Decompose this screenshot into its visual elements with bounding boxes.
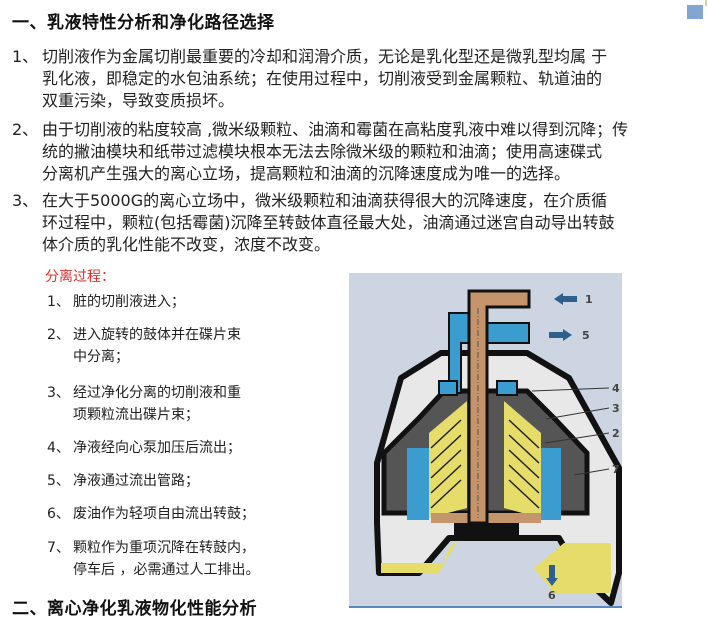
step-number: 3、	[47, 385, 70, 401]
paragraph-number: 3、	[12, 191, 39, 210]
paragraph-line: 双重污染，导致变质损坏。	[42, 91, 235, 110]
step-number: 2、	[47, 327, 70, 343]
label-1: 1	[585, 293, 593, 306]
step-number: 7、	[47, 540, 70, 556]
label-6: 6	[548, 589, 556, 602]
step-number: 5、	[47, 473, 70, 489]
process-step-6: 6、 废油作为轻项自由流出转鼓；	[47, 503, 337, 525]
step-line: 净液通过流出管路；	[73, 473, 199, 489]
paragraph-1: 1、 切削液作为金属切削最重要的冷却和润滑介质，无论是乳化型还是微乳型均属 于 …	[12, 46, 702, 112]
inlet-arrow-icon	[554, 293, 577, 305]
label-2: 2	[612, 427, 620, 440]
sediment-arrow-icon	[546, 565, 558, 586]
paragraph-3: 3、 在大于5000G的离心立场中，微米级颗粒和油滴获得很大的沉降速度，在介质循…	[12, 190, 702, 256]
process-step-1: 1、 脏的切削液进入；	[47, 291, 337, 313]
step-number: 4、	[47, 440, 70, 456]
step-line: 项颗粒流出碟片束；	[73, 407, 199, 423]
paragraph-line: 切削液作为金属切削最重要的冷却和润滑介质，无论是乳化型还是微乳型均属 于	[42, 47, 608, 66]
paragraph-number: 2、	[12, 120, 39, 139]
step-line: 颗粒作为重项沉降在转鼓内，	[73, 540, 255, 556]
process-step-2: 2、 进入旋转的鼓体并在碟片束 中分离；	[47, 324, 337, 368]
label-5: 5	[582, 329, 590, 342]
centrifuge-illustration: 1 5 4 3 2 7 6	[374, 289, 622, 606]
corner-tick	[705, 0, 707, 6]
process-step-3: 3、 经过净化分离的切削液和重 项颗粒流出碟片束；	[47, 382, 337, 426]
centrifuge-diagram: 1 5 4 3 2 7 6	[349, 273, 622, 608]
process-step-4: 4、 净液经向心泵加压后流出；	[47, 437, 337, 459]
label-7: 7	[612, 463, 620, 476]
outlet-arrow-icon	[549, 329, 572, 341]
corner-marker	[687, 5, 703, 19]
step-number: 6、	[47, 506, 70, 522]
label-3: 3	[612, 402, 620, 415]
paragraph-line: 在大于5000G的离心立场中，微米级颗粒和油滴获得很大的沉降速度，在介质循	[42, 191, 608, 210]
paragraph-line: 环过程中，颗粒(包括霉菌)沉降至转鼓体直径最大处，油滴通过迷宫自动导出转鼓	[42, 213, 615, 232]
separation-process-title: 分离过程：	[45, 269, 115, 285]
paragraph-number: 1、	[12, 47, 39, 66]
step-number: 1、	[47, 294, 70, 310]
process-step-7: 7、 颗粒作为重项沉降在转鼓内， 停车后 ，必需通过人工排出。	[47, 537, 337, 581]
step-line: 净液经向心泵加压后流出；	[73, 440, 241, 456]
label-4: 4	[612, 382, 620, 395]
section-2-heading: 二、离心净化乳液物化性能分析	[12, 599, 257, 619]
step-line: 废油作为轻项自由流出转鼓；	[73, 506, 255, 522]
paragraph-line: 乳化液，即稳定的水包油系统；在使用过程中，切削液受到金属颗粒、轨道油的	[42, 69, 603, 88]
step-line: 经过净化分离的切削液和重	[73, 385, 241, 401]
paragraph-line: 统的撇油模块和纸带过滤模块根本无法去除微米级的颗粒和油滴；使用高速碟式	[42, 142, 603, 161]
process-step-5: 5、 净液通过流出管路；	[47, 470, 337, 492]
paragraph-line: 体介质的乳化性能不改变，浓度不改变。	[42, 235, 331, 254]
step-line: 停车后 ，必需通过人工排出。	[73, 562, 260, 578]
paragraph-2: 2、 由于切削液的粘度较高 ,微米级颗粒、油滴和霉菌在高粘度乳液中难以得到沉降；…	[12, 119, 702, 185]
step-line: 脏的切削液进入；	[73, 294, 185, 310]
step-line: 中分离；	[73, 349, 129, 365]
paragraph-line: 分离机产生强大的离心立场，提高颗粒和油滴的沉降速度成为唯一的选择。	[42, 164, 571, 183]
step-line: 进入旋转的鼓体并在碟片束	[73, 327, 241, 343]
paragraph-line: 由于切削液的粘度较高 ,微米级颗粒、油滴和霉菌在高粘度乳液中难以得到沉降；传	[42, 120, 629, 139]
section-1-heading: 一、乳液特性分析和净化路径选择	[12, 13, 275, 33]
